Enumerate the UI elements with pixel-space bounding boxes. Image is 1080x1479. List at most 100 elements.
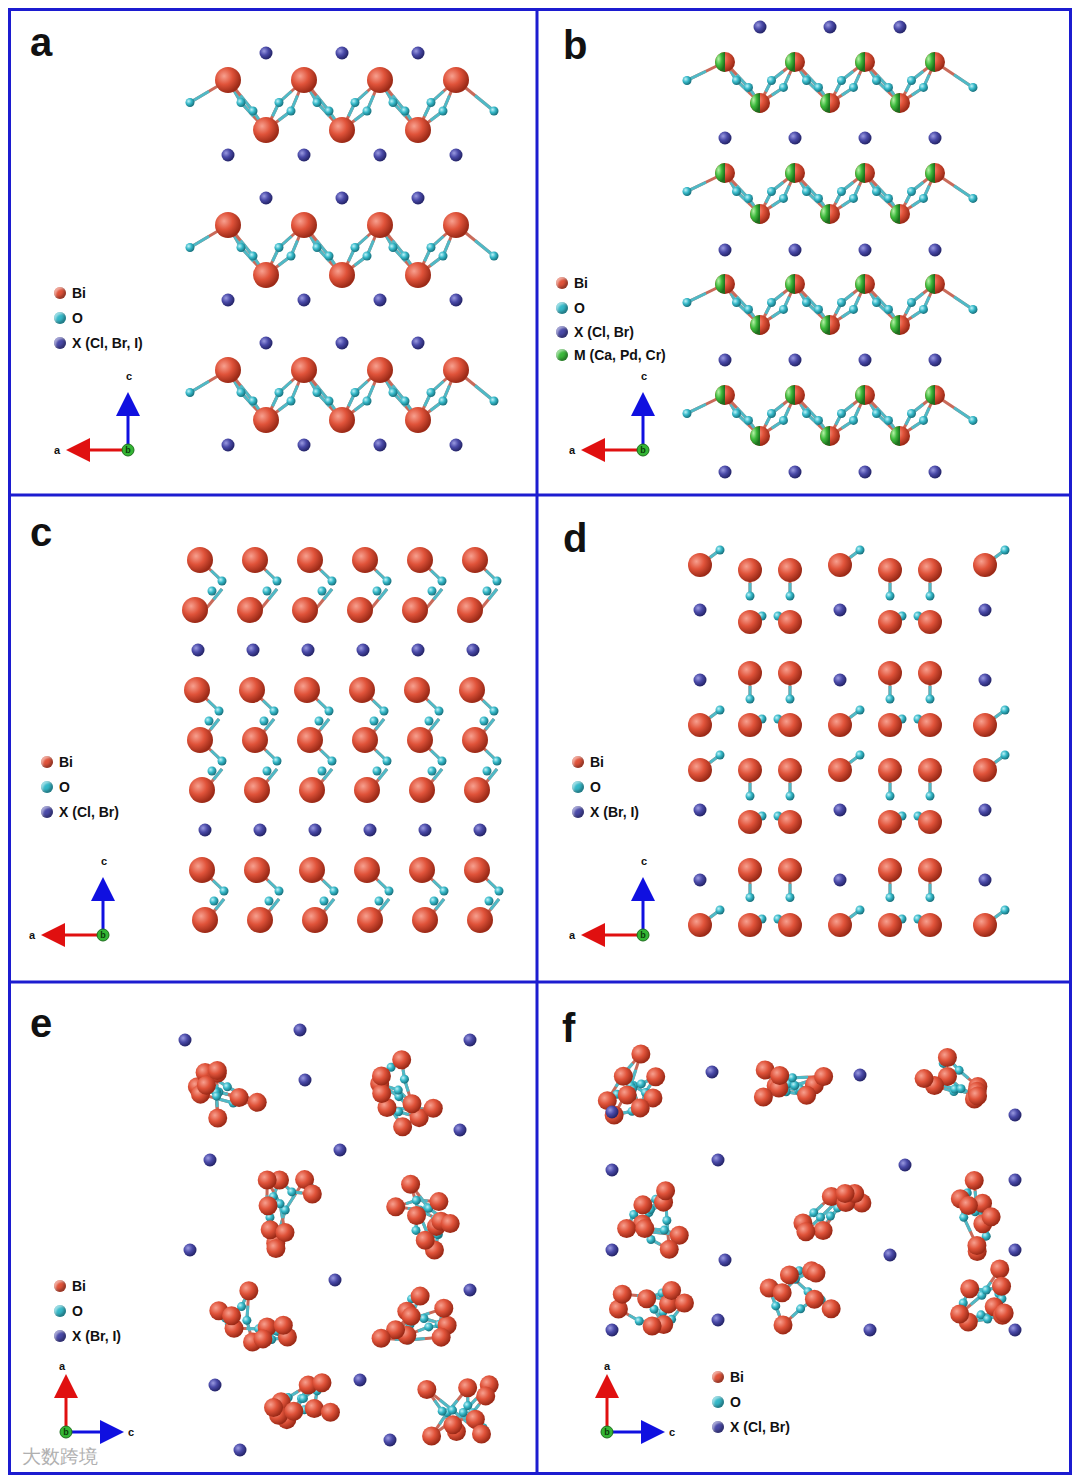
atom	[412, 644, 425, 657]
atom	[929, 132, 942, 145]
atom	[363, 107, 372, 116]
atom	[719, 132, 732, 145]
legend-swatch	[54, 337, 66, 349]
atom	[878, 810, 902, 834]
atom	[208, 1109, 227, 1128]
legend-text: O	[72, 1304, 83, 1318]
atom	[872, 187, 881, 196]
atom	[770, 1066, 789, 1085]
atom	[215, 357, 241, 383]
atom	[716, 546, 725, 555]
atom	[370, 717, 379, 726]
atom	[959, 1196, 978, 1215]
atom	[249, 397, 258, 406]
legend-text: O	[59, 780, 70, 794]
atom	[287, 397, 296, 406]
atom	[732, 187, 741, 196]
atom	[215, 67, 241, 93]
atom	[856, 546, 865, 555]
atom	[237, 388, 246, 397]
atom	[234, 1444, 247, 1457]
atom	[834, 674, 847, 687]
axis-arrow	[587, 449, 643, 452]
atom	[744, 83, 753, 92]
atom	[253, 117, 279, 143]
metal-half	[750, 93, 760, 113]
atom	[312, 1373, 331, 1392]
metal-half	[750, 315, 760, 335]
atom	[856, 706, 865, 715]
atom	[357, 907, 383, 933]
atom	[738, 913, 762, 937]
atom	[979, 604, 992, 617]
atom	[918, 810, 942, 834]
atom	[786, 695, 795, 704]
atom	[631, 1098, 650, 1117]
legend-swatch	[54, 1305, 66, 1317]
atom	[375, 897, 384, 906]
atom	[1001, 706, 1010, 715]
atom	[744, 416, 753, 425]
legend-swatch	[572, 806, 584, 818]
atom	[330, 887, 339, 896]
atom	[389, 98, 398, 107]
atom	[454, 1124, 467, 1137]
atom	[298, 294, 311, 307]
atom	[688, 713, 712, 737]
atom	[204, 1154, 217, 1167]
atom	[878, 858, 902, 882]
axis-arrow	[642, 883, 645, 935]
atom	[462, 547, 488, 573]
legend-swatch	[712, 1396, 724, 1408]
atom	[329, 1274, 342, 1287]
atom	[907, 76, 916, 85]
axis-label: a	[29, 930, 35, 941]
atom	[802, 187, 811, 196]
atom	[208, 767, 217, 776]
atom	[836, 1184, 855, 1203]
atom	[380, 707, 389, 716]
atom	[805, 1290, 824, 1309]
atom	[187, 547, 213, 573]
atom	[779, 83, 788, 92]
metal-half	[715, 52, 725, 72]
atom	[820, 426, 840, 446]
atom	[929, 244, 942, 257]
atom	[606, 1106, 619, 1119]
atom	[683, 76, 692, 85]
atom	[244, 857, 270, 883]
atom	[890, 93, 910, 113]
atom	[438, 757, 447, 766]
atom	[298, 439, 311, 452]
atom	[383, 757, 392, 766]
legend-text: O	[72, 311, 83, 325]
legend-swatch	[556, 277, 568, 289]
atom	[372, 1066, 391, 1085]
atom	[222, 149, 235, 162]
legend-swatch	[712, 1371, 724, 1383]
atom	[329, 117, 355, 143]
atom	[253, 262, 279, 288]
atom	[223, 1082, 232, 1091]
atom	[409, 777, 435, 803]
atom	[372, 1329, 391, 1348]
metal-half	[855, 274, 865, 294]
atom	[298, 149, 311, 162]
atom	[834, 804, 847, 817]
axis-label: b	[640, 931, 646, 940]
metal-half	[820, 315, 830, 335]
atom	[957, 1084, 966, 1093]
atom	[614, 1067, 633, 1086]
atom	[441, 1214, 460, 1233]
atom	[490, 252, 499, 261]
atom	[814, 1067, 833, 1086]
atom	[467, 644, 480, 657]
axis-arrow	[72, 449, 128, 452]
atom	[313, 388, 322, 397]
atom	[404, 677, 430, 703]
atom	[439, 252, 448, 261]
atom	[778, 913, 802, 937]
legend-text: O	[730, 1395, 741, 1409]
atom	[715, 385, 735, 405]
atom	[480, 717, 489, 726]
